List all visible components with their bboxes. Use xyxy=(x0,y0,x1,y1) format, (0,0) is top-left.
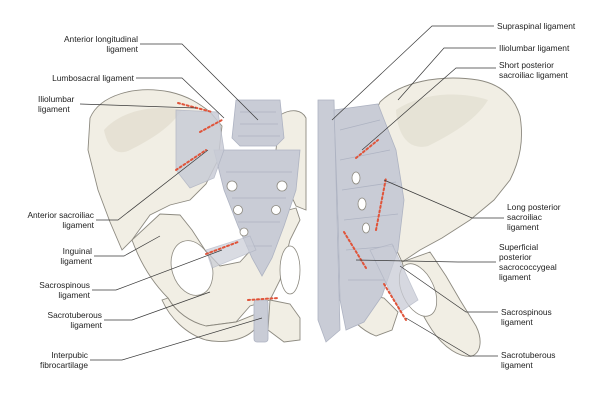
label-long-posterior-sacroiliac-ligament: Long posterior sacroiliac ligament xyxy=(507,202,561,232)
marker-iliolumbar-left xyxy=(177,102,213,113)
label-sacrotuberous-ligament-right: Sacrotuberous ligament xyxy=(501,350,556,370)
leader-supraspinal xyxy=(331,25,494,121)
leader-superficial-sacrococcygeal xyxy=(355,259,496,263)
label-short-posterior-sacroiliac-ligament: Short posterior sacroiliac ligament xyxy=(499,60,568,80)
ligament-markers xyxy=(175,102,407,321)
marker-short-posterior-sacroiliac xyxy=(355,139,379,159)
marker-sacrotuberous-right xyxy=(383,283,407,321)
leader-anterior-sacroiliac xyxy=(96,149,209,221)
label-sacrospinous-ligament-left: Sacrospinous ligament xyxy=(39,280,90,300)
leader-long-posterior-sacroiliac xyxy=(383,179,504,219)
label-iliolumbar-ligament-right: Iliolumbar ligament xyxy=(499,43,570,53)
leader-interpubic xyxy=(90,317,263,361)
anterior-pubic-ramus-left xyxy=(161,297,257,342)
marker-superficial-sacrococcygeal xyxy=(343,231,367,269)
label-supraspinal-ligament: Supraspinal ligament xyxy=(497,21,576,31)
label-sacrotuberous-ligament-left: Sacrotuberous ligament xyxy=(47,310,102,330)
leader-sacrotuberous-left xyxy=(104,291,211,321)
marker-long-posterior-sacroiliac xyxy=(375,177,387,231)
leader-sacrospinous-right xyxy=(399,265,498,313)
leader-inguinal xyxy=(94,235,161,257)
anterior-sacrum xyxy=(213,149,301,277)
label-superficial-posterior-sacrococcygeal-ligament: Superficial posterior sacrococcygeal lig… xyxy=(499,242,557,282)
anterior-pelvis-view xyxy=(87,89,307,343)
label-anterior-longitudinal-ligament: Anterior longitudinal ligament xyxy=(63,34,138,54)
pubic-symphysis xyxy=(253,299,269,343)
label-anterior-sacroiliac-ligament: Anterior sacroiliac ligament xyxy=(27,210,94,230)
leader-iliolumbar-right xyxy=(397,47,496,101)
lumbar-vertebra xyxy=(231,99,285,147)
label-lumbosacral-ligament: Lumbosacral ligament xyxy=(52,73,134,83)
label-interpubic-fibrocartilage: Interpubic fibrocartilage xyxy=(40,350,88,370)
marker-anterior-sacroiliac xyxy=(175,149,207,171)
leader-sacrotuberous-right xyxy=(405,317,498,357)
anterior-pubic-ramus-right xyxy=(267,299,301,343)
leader-sacrospinous-left xyxy=(92,249,223,291)
marker-interpubic xyxy=(247,297,279,301)
posterior-spine-column xyxy=(317,99,341,343)
anterior-obturator-foramen-right xyxy=(279,245,301,295)
marker-lumbosacral xyxy=(199,119,223,133)
leader-lumbosacral xyxy=(136,77,225,119)
posterior-pelvis-view xyxy=(317,77,522,357)
leader-anterior-longitudinal xyxy=(140,43,259,121)
leader-lines xyxy=(79,25,504,361)
label-iliolumbar-ligament-left: Iliolumbar ligament xyxy=(38,94,75,114)
leader-iliolumbar xyxy=(79,103,197,109)
label-inguinal-ligament: Inguinal ligament xyxy=(60,246,92,266)
label-sacrospinous-ligament-right: Sacrospinous ligament xyxy=(501,307,552,327)
leader-short-posterior-sacroiliac xyxy=(361,67,496,151)
marker-sacrospinous-left xyxy=(205,241,239,255)
